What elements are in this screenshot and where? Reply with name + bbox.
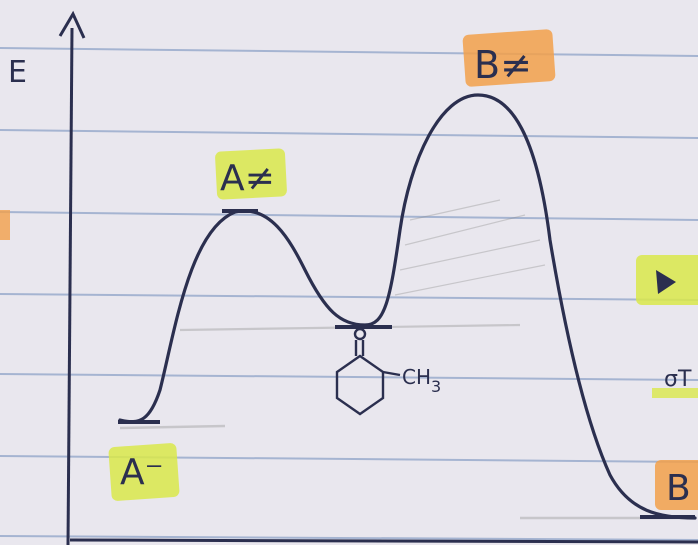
pencil-shading xyxy=(119,199,690,520)
ts-a-label: A≠ xyxy=(220,158,275,199)
oxygen-atom xyxy=(353,327,367,341)
y-axis-label: E xyxy=(8,55,27,90)
methyl-label: CH3 xyxy=(402,365,441,396)
margin-text: σT xyxy=(664,367,692,392)
ruled-lines xyxy=(0,47,698,541)
rule-line xyxy=(0,535,698,541)
methyl-bond xyxy=(382,370,401,377)
rule-line xyxy=(0,373,698,381)
level-bars xyxy=(118,209,695,519)
rule-line xyxy=(0,455,698,463)
rule-line xyxy=(0,293,698,301)
rule-line xyxy=(0,211,698,221)
highlighter-marks xyxy=(0,29,698,510)
ts-b-highlight xyxy=(462,29,556,87)
reactant-label: A⁻ xyxy=(120,452,164,493)
x-axis-line xyxy=(69,538,698,544)
left-edge-mark xyxy=(0,210,10,240)
y-axis-line xyxy=(66,27,74,545)
margin-arrow-icon xyxy=(656,270,676,294)
product-label: B xyxy=(666,468,691,509)
rule-line xyxy=(0,47,698,57)
margin-strip xyxy=(652,388,698,398)
cyclohexanone-structure xyxy=(335,327,401,416)
ring xyxy=(335,354,385,416)
ts-b-label: B≠ xyxy=(474,43,532,87)
reactant-highlight xyxy=(108,443,180,501)
energy-curve xyxy=(118,93,697,520)
rule-line xyxy=(0,129,698,139)
y-axis-arrowhead xyxy=(58,10,86,39)
y-axis xyxy=(58,10,86,545)
ts-a-highlight xyxy=(215,148,287,200)
product-highlight xyxy=(655,460,698,510)
